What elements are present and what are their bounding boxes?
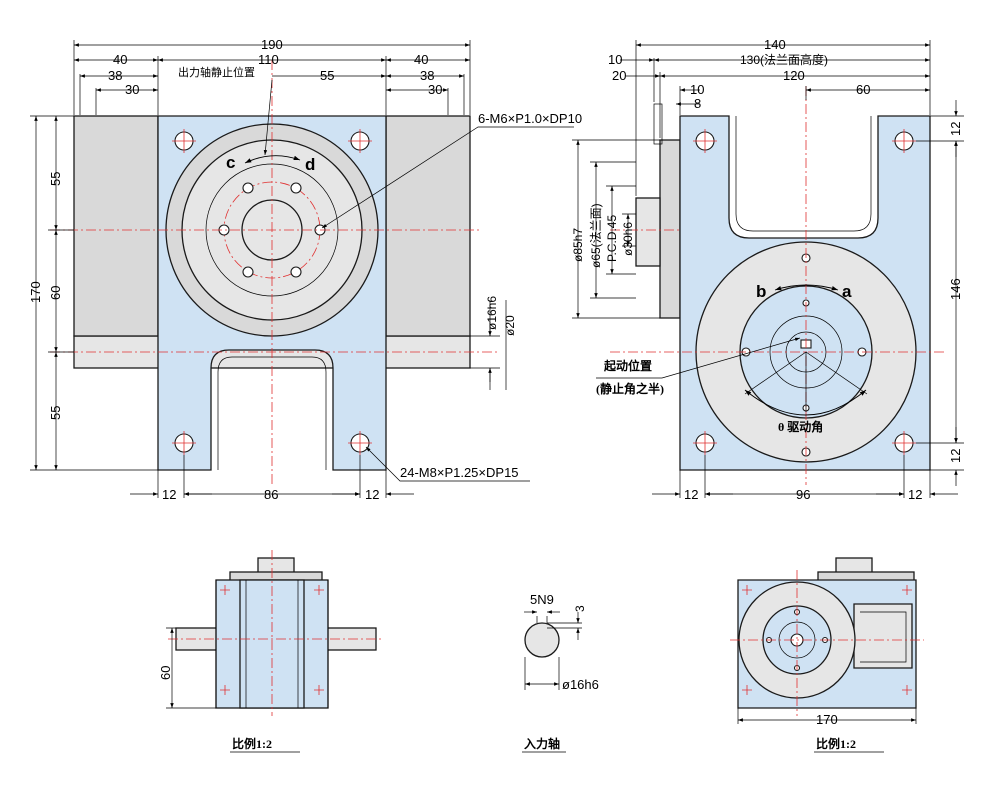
side-view: b a θ 驱动角 起动位置 (静止角之半) 140 130(法兰面高度) 12…: [571, 37, 964, 502]
label-c: c: [226, 153, 235, 172]
dim-side-bottom-12-right: 12: [908, 487, 922, 502]
dim-d65: ø65(法兰面): [589, 203, 603, 268]
side-corner-holes: [693, 129, 916, 455]
dim-bottom-86: 86: [264, 487, 278, 502]
dim-60-side: 60: [856, 82, 870, 97]
dim-bottom-12-left: 12: [162, 487, 176, 502]
dim-20-left: 20: [612, 68, 626, 83]
dim-16h6-small: ø16h6: [562, 677, 599, 692]
dim-38-right: 38: [420, 68, 434, 83]
bottom-left-caption: 比例1:2: [232, 736, 272, 751]
label-d: d: [305, 155, 315, 174]
dim-60-mid: 60: [48, 286, 63, 300]
dim-130: 130(法兰面高度): [740, 52, 828, 67]
dim-55-right: 55: [320, 68, 334, 83]
dim-side-bottom-12-left: 12: [684, 487, 698, 502]
note-start-pos-1: 起动位置: [603, 358, 652, 373]
dim-110: 110: [258, 52, 279, 67]
dim-38-left: 38: [108, 68, 122, 83]
flange-boss: [635, 197, 661, 267]
dim-55-upper: 55: [48, 172, 63, 186]
dim-side-bottom-96: 96: [796, 487, 810, 502]
input-shaft-section: [524, 622, 560, 658]
bottom-left-view: 60 比例1:2: [158, 550, 384, 753]
dim-40-left: 40: [113, 52, 127, 67]
dim-d30: ø30h6: [621, 222, 635, 256]
bottom-left-dim-60: 60: [158, 666, 173, 680]
dim-pcd: P.C.D.45: [605, 215, 619, 262]
dim-40-right: 40: [414, 52, 428, 67]
label-a: a: [842, 282, 852, 301]
dim-12-bottom-right: 12: [948, 449, 963, 463]
dim-10-small: 10: [690, 82, 704, 97]
callout-tapped-top: 6-M6×P1.0×DP10: [478, 111, 582, 126]
dim-8-small: 8: [694, 96, 701, 111]
callout-tapped-bottom: 24-M8×P1.25×DP15: [400, 465, 519, 480]
output-tapped-holes: [218, 182, 326, 278]
dim-170: 170: [28, 281, 43, 303]
dim-30-left: 30: [125, 82, 139, 97]
dim-120: 120: [783, 68, 805, 83]
dim-5n9: 5N9: [530, 592, 554, 607]
bottom-right-view: 170 比例1:2: [730, 557, 924, 753]
left-side-housing: [73, 115, 159, 337]
dim-10-left: 10: [608, 52, 622, 67]
dim-190: 190: [261, 37, 283, 52]
label-b: b: [756, 282, 766, 301]
dim-bottom-12-right: 12: [365, 487, 379, 502]
dim-3: 3: [573, 605, 587, 612]
bottom-right-caption: 比例1:2: [816, 736, 856, 751]
bottom-right-dim-170: 170: [816, 712, 838, 727]
bottom-middle-caption: 入力轴: [524, 736, 560, 751]
dim-30-right: 30: [428, 82, 442, 97]
right-side-housing: [385, 115, 471, 337]
dim-shaft-16h6: ø16h6: [485, 296, 499, 330]
dim-55-lower: 55: [48, 406, 63, 420]
front-view: c d 出力轴静止位置 190 110 40 38 30 40 38 30 55…: [28, 37, 582, 502]
flange-plate: [659, 139, 681, 319]
front-corner-holes: [172, 129, 372, 455]
note-start-pos-2: (静止角之半): [596, 381, 664, 396]
bottom-middle-view: 5N9 3 ø16h6 入力轴: [522, 592, 599, 753]
dim-12-top-right: 12: [948, 122, 963, 136]
dim-shaft-20: ø20: [503, 315, 517, 336]
dim-146: 146: [948, 278, 963, 300]
dim-d85: ø85h7: [571, 228, 585, 262]
note-output-stop: 出力轴静止位置: [178, 65, 255, 79]
note-drive-angle: θ 驱动角: [778, 419, 823, 434]
dim-140: 140: [764, 37, 786, 52]
